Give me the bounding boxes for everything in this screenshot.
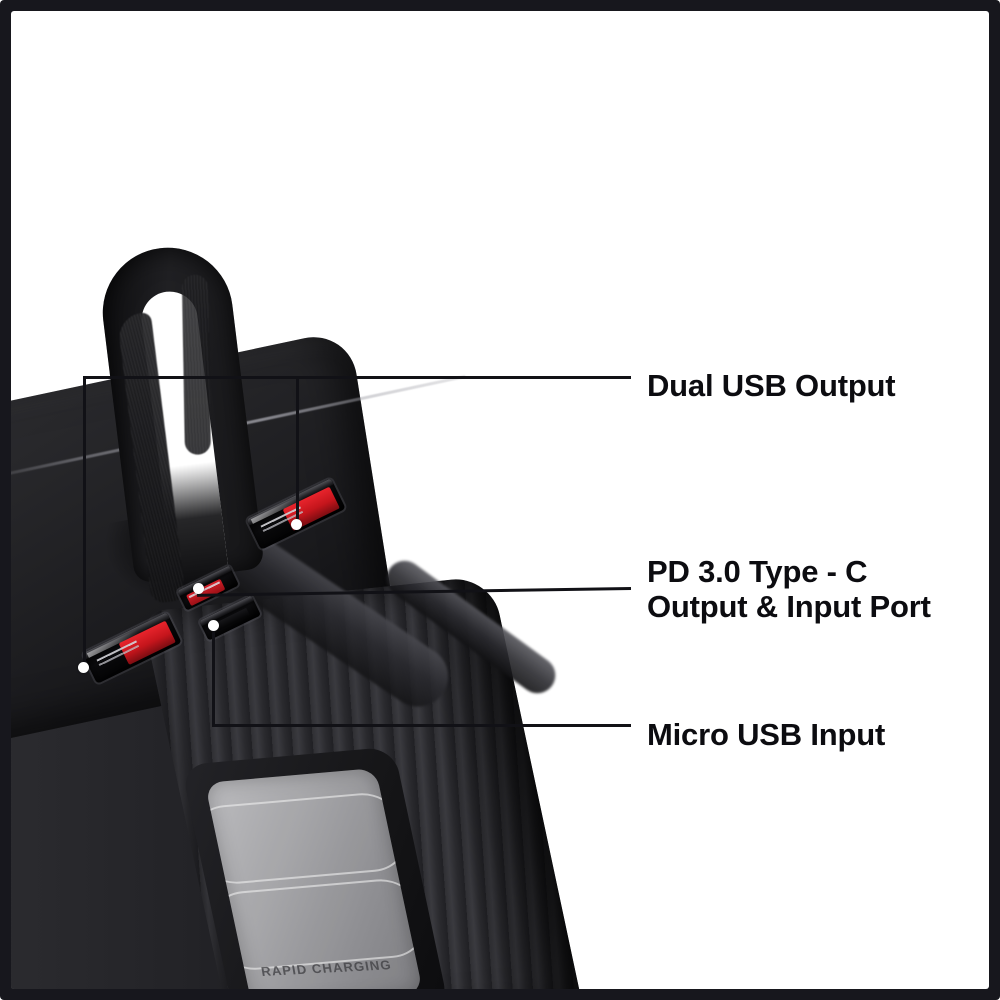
marker-dot-usb-a-top	[291, 519, 302, 530]
callout-label-micro-usb-input: Micro USB Input	[647, 717, 886, 752]
strap-felt-edge-right	[181, 274, 211, 455]
callout-label-pd-type-c: PD 3.0 Type - C Output & Input Port	[647, 554, 931, 625]
image-canvas: RAPID CHARGING	[11, 11, 989, 989]
callout-label-dual-usb-output: Dual USB Output	[647, 368, 896, 403]
marker-dot-micro-usb	[208, 620, 219, 631]
product-photo: RAPID CHARGING	[11, 11, 989, 989]
marker-dot-usb-c	[193, 583, 204, 594]
marker-dot-usb-a-bottom	[78, 662, 89, 673]
leader-line-dual-usb-branch-right	[296, 376, 299, 524]
leader-line-dual-usb-branch-left	[83, 376, 86, 668]
leader-line-micro-usb-horizontal	[212, 724, 631, 727]
leader-line-dual-usb-horizontal	[83, 376, 631, 379]
leader-line-micro-usb-vertical	[212, 626, 215, 726]
